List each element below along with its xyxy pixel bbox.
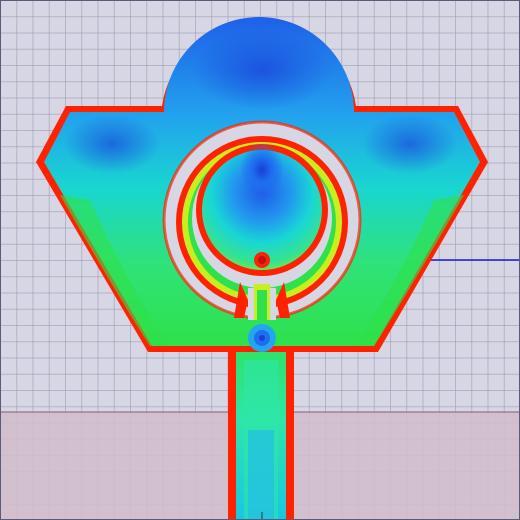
port-marker-icon[interactable] — [254, 252, 270, 268]
ring-gap — [234, 282, 290, 320]
inner-disc[interactable] — [196, 142, 328, 276]
feed-junction — [248, 324, 276, 352]
